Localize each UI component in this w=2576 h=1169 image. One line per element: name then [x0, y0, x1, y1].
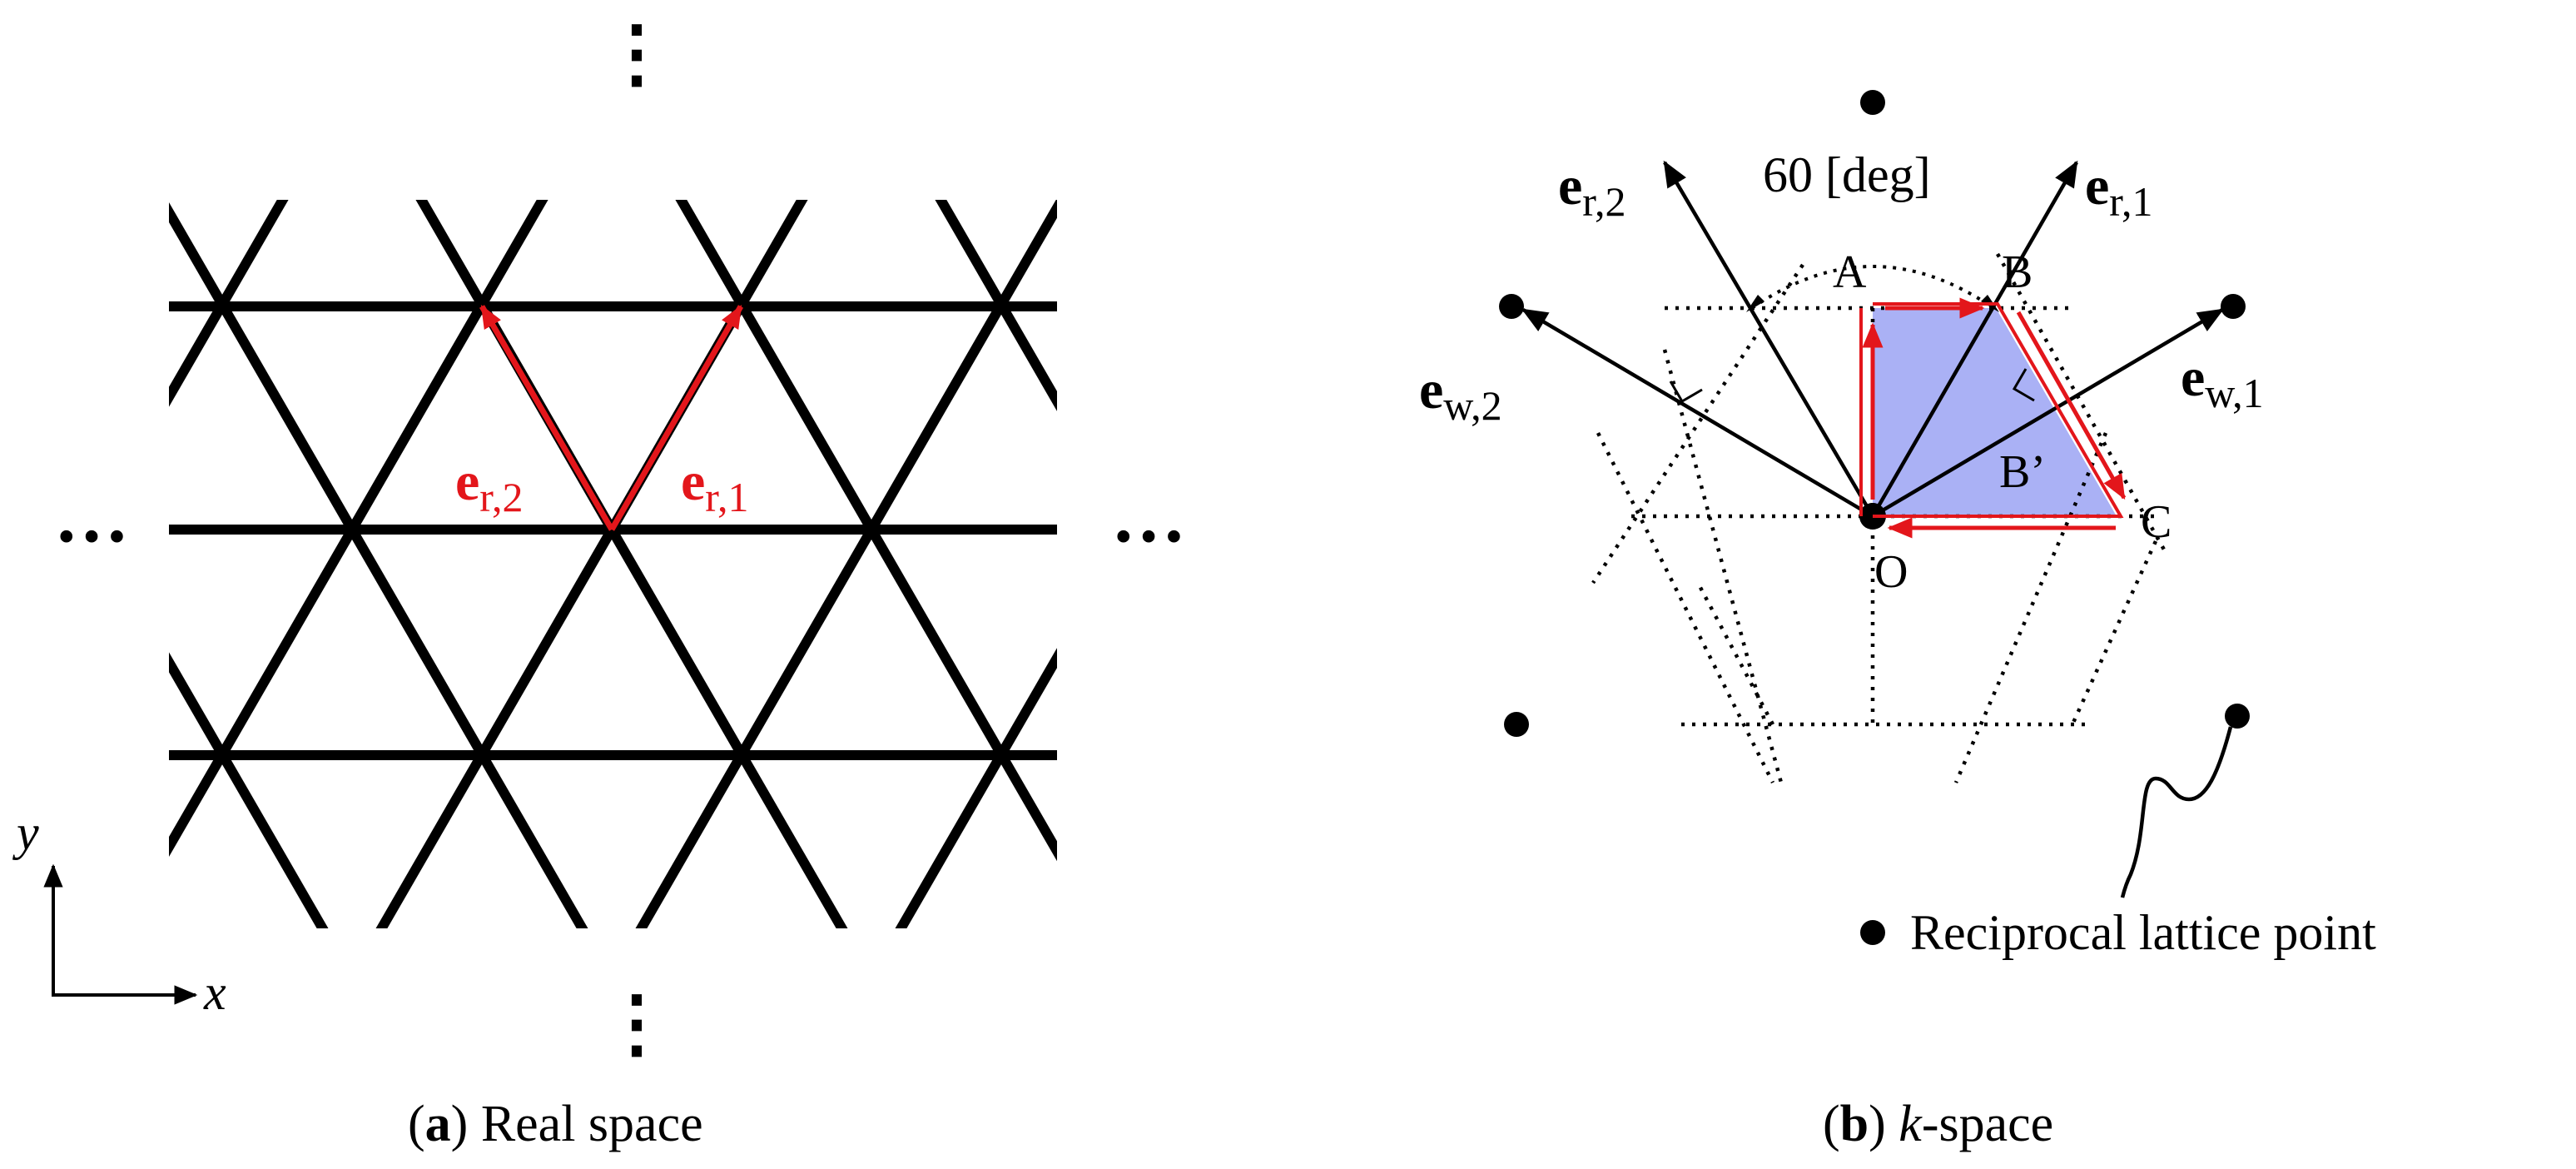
vector-ew1-label: ew,1: [2181, 347, 2264, 416]
ellipsis-bottom: ⋮: [599, 983, 674, 1066]
vector-ew2-arrow: [1521, 308, 1874, 518]
ellipsis-right: …: [1111, 475, 1186, 558]
ellipsis-top: ⋮: [599, 13, 674, 96]
grid-line: [1996, 252, 2166, 551]
lattice-line: [375, 200, 808, 928]
angle-label: 60 [deg]: [1763, 147, 1931, 202]
panel-a-real-space: er,2 er,1 … … ⋮ ⋮ y x (a) Real space: [12, 13, 1186, 1152]
point-label-c: C: [2141, 496, 2171, 548]
angle-arc-arrowhead: [1746, 295, 1764, 312]
angle-arc: [1750, 265, 1995, 310]
vector-er1-arrow: [1871, 160, 2078, 518]
lattice-point: [1860, 90, 1885, 115]
vector-er2-arrow: [1663, 160, 1874, 518]
lattice-line: [169, 652, 329, 928]
lattice-line: [895, 648, 1057, 928]
lattice-line: [415, 200, 848, 928]
vector-er2-label: er,2: [455, 451, 523, 520]
lattice-line: [675, 200, 1057, 862]
vector-ew1-arrow: [1871, 308, 2225, 518]
point-label-o: O: [1874, 546, 1908, 598]
grid-line: [1662, 349, 1784, 783]
vector-er1-arrow: [608, 304, 744, 531]
point-label-a: A: [1833, 246, 1867, 298]
x-axis-label: x: [203, 965, 226, 1020]
lattice-point: [2225, 704, 2250, 729]
caption-a: (a) Real space: [408, 1096, 703, 1152]
path-bc-arrow: [2016, 311, 2127, 500]
grid-line: [1953, 432, 2108, 783]
lattice-point: [1499, 294, 1524, 319]
panel-b-k-space: 60 [deg] er,2 er,1 ew,2 ew,1 A B B’ C O …: [1419, 90, 2376, 1152]
vector-er1-label: er,1: [681, 451, 748, 520]
point-label-b-prime: B’: [1999, 446, 2046, 498]
grid-line: [1591, 263, 1804, 584]
lattice-point: [1504, 712, 1529, 737]
lattice-line: [169, 200, 548, 858]
grid-line: [1696, 581, 1774, 726]
y-axis-label: y: [12, 805, 39, 860]
grid-line: [1596, 431, 1775, 784]
lattice-line: [635, 200, 1057, 928]
bz-dotted-grid: [1591, 252, 2166, 784]
vector-ew2-label: ew,2: [1419, 360, 1502, 429]
vector-er2-arrow: [479, 304, 615, 531]
right-angle-marker: [1669, 381, 1703, 404]
ellipsis-left: …: [54, 475, 129, 558]
vector-er1-label: er,1: [2085, 156, 2152, 225]
right-angle-marker: [2012, 368, 2035, 402]
lattice-point: [1860, 920, 1885, 945]
vector-er2-label: er,2: [1558, 156, 1626, 225]
zone-edge: [1873, 302, 2124, 518]
irreducible-zone: [1873, 308, 2117, 516]
legend-label: Reciprocal lattice point: [1910, 905, 2376, 960]
grid-line: [2070, 540, 2158, 725]
point-label-b: B: [2002, 246, 2033, 298]
legend-pointer: [2120, 726, 2233, 898]
lattice-point: [2221, 294, 2246, 319]
caption-b: (b) k-space: [1823, 1096, 2053, 1152]
